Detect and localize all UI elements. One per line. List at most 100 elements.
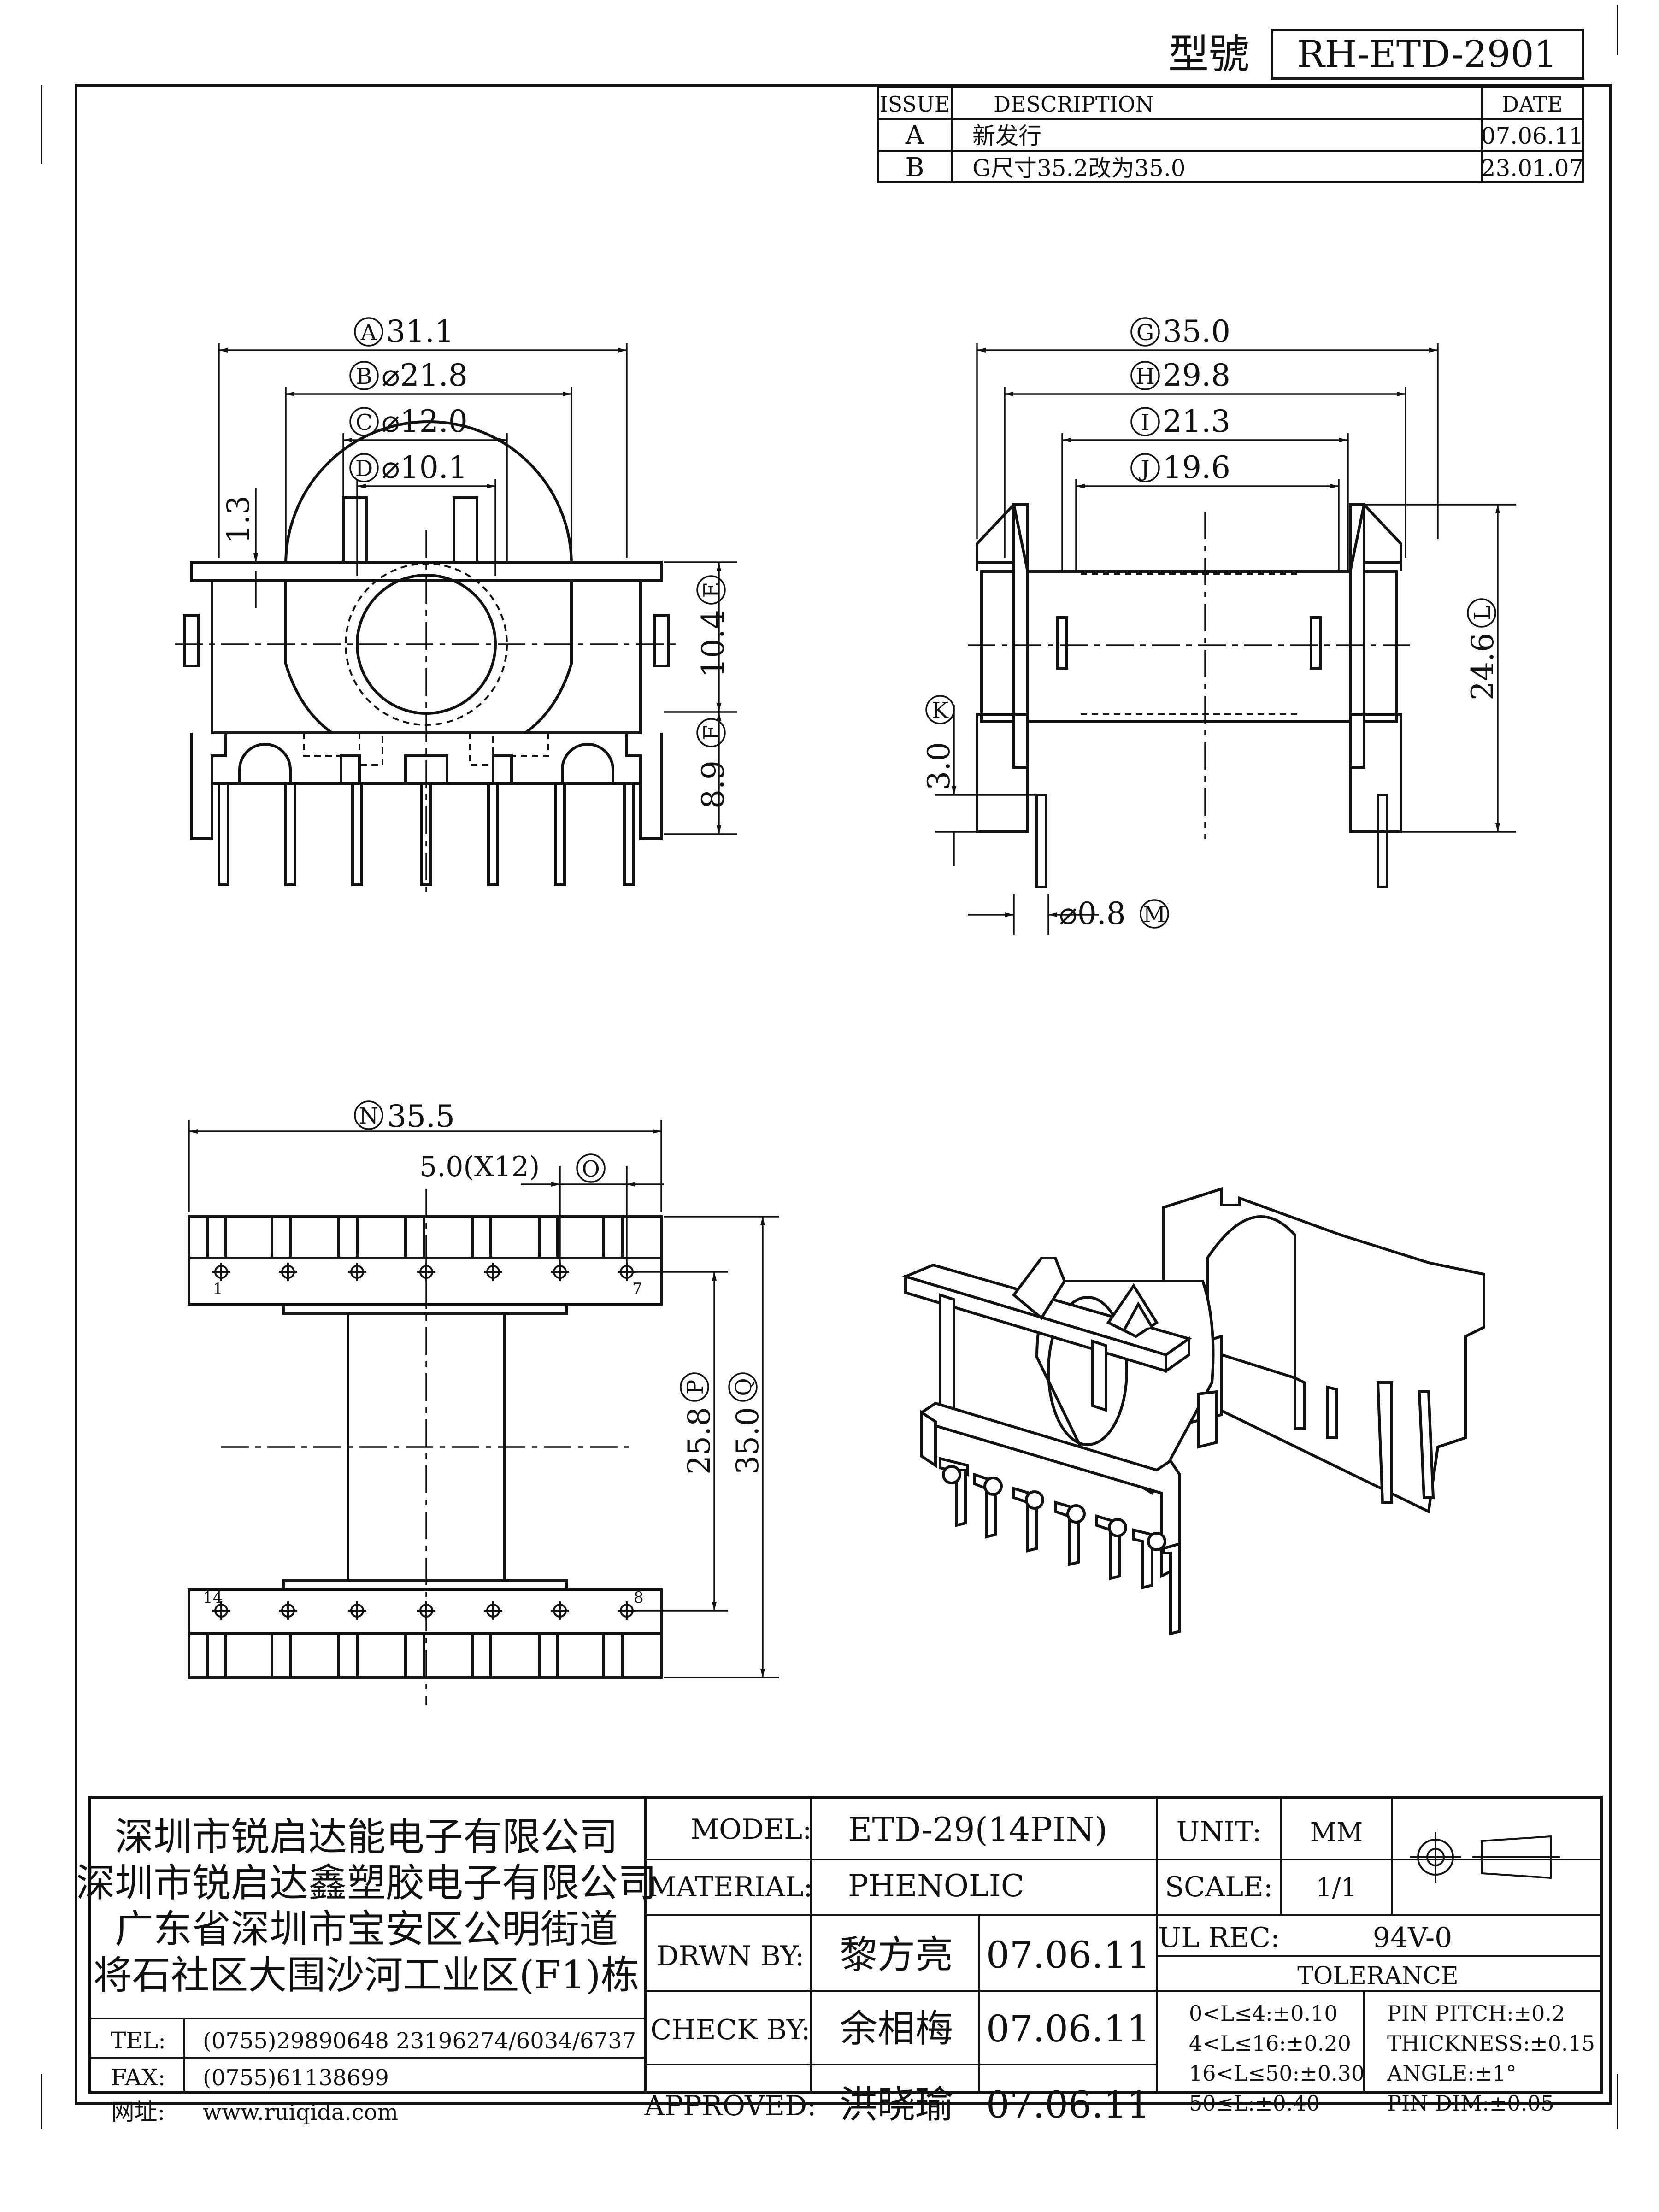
dim-b-value: ⌀21.8 — [382, 358, 468, 393]
rev-row-description: 新发行 — [972, 123, 1041, 149]
web-value: www.ruiqida.com — [203, 2100, 398, 2125]
sheet-frame — [41, 5, 1618, 2129]
tolerance-line-1: 0<L≤4:±0.10 — [1189, 2001, 1338, 2026]
material-field-value: PHENOLIC — [848, 1868, 1024, 1904]
dim-k-letter: K — [932, 698, 949, 724]
unit-value: MM — [1310, 1818, 1363, 1847]
rev-header-issue: ISSUE — [880, 92, 950, 117]
dim-h-value: 29.8 — [1163, 358, 1230, 393]
dim-e-letter: E — [699, 582, 725, 598]
tolerance-line-3: 16<L≤50:±0.30 — [1189, 2061, 1365, 2086]
title-block: 深圳市锐启达能电子有限公司 深圳市锐启达鑫塑胶电子有限公司 广东省深圳市宝安区公… — [76, 1796, 1603, 2127]
rev-header-description: DESCRIPTION — [994, 92, 1154, 117]
ul-rec-label: UL REC: — [1158, 1922, 1280, 1954]
web-label: 网址: — [112, 2099, 165, 2125]
dim-a-letter: A — [360, 320, 377, 346]
material-field-label: MATERIAL: — [648, 1871, 813, 1903]
tolerance-line-4: 50≤L:±0.40 — [1189, 2091, 1320, 2116]
dim-m-value: ⌀0.8 — [1059, 896, 1126, 931]
dim-j-value: 19.6 — [1163, 450, 1230, 485]
check-by-date: 07.06.11 — [986, 2007, 1150, 2050]
ul-rec-value: 94V-0 — [1373, 1922, 1453, 1954]
pin-8-label: 8 — [634, 1588, 644, 1607]
bottom-view-bottom-slots — [206, 1632, 624, 1677]
dim-d-letter: D — [355, 456, 373, 482]
dim-a-value: 31.1 — [386, 314, 454, 349]
front-view — [175, 420, 680, 894]
model-field-label: MODEL: — [691, 1813, 812, 1846]
revision-table: ISSUE DESCRIPTION DATE A 新发行 07.06.11 B … — [877, 87, 1584, 183]
dim-p-letter: P — [682, 1380, 708, 1394]
isometric-pins — [939, 1457, 1166, 1589]
check-by-label: CHECK BY: — [650, 2014, 810, 2046]
dim-p-value: 25.8 — [682, 1407, 717, 1475]
model-field-value: ETD-29(14PIN) — [848, 1810, 1107, 1849]
rev-row-issue: B — [905, 153, 924, 182]
company-name-2: 深圳市锐启达鑫塑胶电子有限公司 — [76, 1860, 657, 1906]
scale-label: SCALE: — [1165, 1871, 1273, 1903]
bottom-view: 1 7 14 8 — [188, 1189, 663, 1705]
pin-7-label: 7 — [632, 1280, 642, 1298]
dim-o-letter: O — [582, 1156, 600, 1182]
dim-f-letter: F — [699, 725, 725, 740]
isometric-view — [901, 1187, 1485, 1635]
scale-value: 1/1 — [1316, 1873, 1357, 1903]
drawn-by-label: DRWN BY: — [657, 1940, 805, 1972]
tolerance-line-2: 4<L≤16:±0.20 — [1189, 2031, 1351, 2056]
rev-header-date: DATE — [1502, 92, 1563, 117]
approved-label: APPROVED: — [644, 2090, 817, 2122]
dim-o-value: 5.0(X12) — [419, 1151, 540, 1183]
approved-name: 洪晓瑜 — [840, 2083, 953, 2127]
dim-q-letter: Q — [731, 1378, 757, 1396]
unit-label: UNIT: — [1177, 1816, 1262, 1848]
check-by-name: 余相梅 — [840, 2007, 953, 2051]
pin-tolerance-line-3: ANGLE:±1° — [1387, 2061, 1517, 2086]
dim-flange-thickness: 1.3 — [221, 495, 256, 544]
company-address-1: 广东省深圳市宝安区公明街道 — [115, 1906, 618, 1952]
fax-value: (0755)61138699 — [203, 2065, 389, 2091]
tel-value: (0755)29890648 23196274/6034/6737 — [203, 2028, 636, 2054]
dim-n-value: 35.5 — [387, 1099, 455, 1134]
dim-m-letter: M — [1143, 902, 1165, 928]
pin-1-label: 1 — [213, 1280, 223, 1298]
model-number-box: 型號 RH-ETD-2901 — [1168, 29, 1584, 80]
rev-row-issue: A — [905, 120, 924, 150]
dim-f-value: 8.9 — [695, 760, 731, 809]
model-number: RH-ETD-2901 — [1297, 33, 1557, 76]
pin-14-label: 14 — [203, 1588, 223, 1607]
drawn-by-date: 07.06.11 — [986, 1934, 1150, 1977]
bottom-view-pin-holes — [212, 1263, 636, 1620]
dim-l-value: 24.6 — [1465, 633, 1500, 700]
dim-j-letter: J — [1138, 456, 1149, 482]
dim-c-letter: C — [356, 410, 373, 435]
approved-date: 07.06.11 — [986, 2083, 1150, 2126]
dim-b-letter: B — [356, 364, 372, 389]
company-address-2: 将石社区大围沙河工业区(F1)栋 — [93, 1953, 639, 1998]
dim-i-value: 21.3 — [1163, 404, 1230, 439]
rev-row-description: G尺寸35.2改为35.0 — [972, 155, 1186, 182]
dim-k-value: 3.0 — [921, 742, 957, 790]
dim-q-value: 35.0 — [730, 1407, 765, 1475]
dim-h-letter: H — [1135, 364, 1155, 389]
side-view-dimensions: G 35.0 H 29.8 I 21.3 J 19.6 24.6 L 3.0 K — [921, 314, 1516, 935]
dim-n-letter: N — [359, 1103, 378, 1129]
dim-g-value: 35.0 — [1163, 314, 1230, 349]
dim-g-letter: G — [1136, 320, 1154, 346]
tolerance-heading: TOLERANCE — [1297, 1962, 1459, 1990]
pin-tolerance-line-1: PIN PITCH:±0.2 — [1387, 2001, 1565, 2026]
bottom-view-top-slots — [206, 1217, 624, 1259]
rev-row-date: 23.01.07 — [1481, 155, 1584, 182]
company-name-1: 深圳市锐启达能电子有限公司 — [115, 1814, 618, 1859]
model-number-label: 型號 — [1168, 30, 1249, 78]
drawn-by-name: 黎方亮 — [840, 1933, 953, 1977]
dim-l-letter: L — [1470, 606, 1495, 620]
tel-label: TEL: — [111, 2027, 166, 2054]
fax-label: FAX: — [111, 2064, 166, 2091]
pin-tolerance-line-4: PIN DIM:±0.05 — [1387, 2091, 1554, 2116]
projection-symbol — [1410, 1832, 1560, 1883]
dim-d-value: ⌀10.1 — [382, 450, 468, 485]
dim-e-value: 10.4 — [695, 610, 731, 677]
bottom-view-dimensions: N 35.5 5.0(X12) O 25.8 P 35.0 Q — [188, 1099, 779, 1678]
rev-row-date: 07.06.11 — [1481, 123, 1584, 149]
